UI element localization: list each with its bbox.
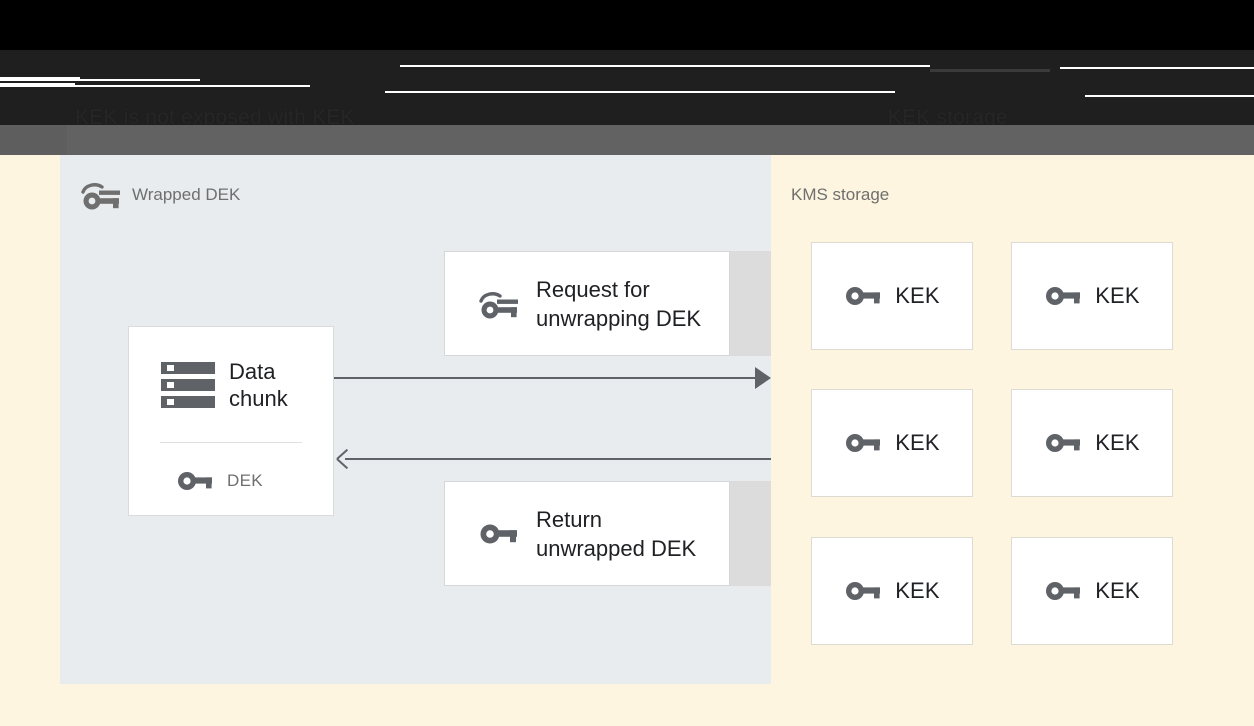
data-chunk-dek-row: DEK (129, 461, 333, 501)
kek-card[interactable]: KEK (811, 537, 973, 645)
key-icon (844, 283, 882, 309)
data-chunk-divider (160, 441, 302, 443)
render-artifact-line (0, 85, 310, 87)
kek-card[interactable]: KEK (1011, 242, 1173, 350)
wrapped-dek-label: Wrapped DEK (132, 185, 241, 204)
kek-label: KEK (1095, 578, 1140, 603)
request-card-text: Request for unwrapping DEK (536, 276, 702, 331)
render-artifact-line (0, 83, 75, 85)
key-icon (478, 519, 520, 549)
wrapped-key-icon (80, 180, 122, 210)
kek-card[interactable]: KEK (1011, 389, 1173, 497)
top-gray-band (0, 125, 1254, 155)
return-card-content: Return unwrapped DEK (445, 505, 696, 563)
render-artifact-line (0, 77, 80, 79)
storage-chunk-icon (161, 360, 215, 410)
kek-label: KEK (1095, 430, 1140, 455)
request-arrow (334, 377, 765, 379)
key-icon (844, 578, 882, 604)
data-chunk-header: Data chunk (129, 342, 333, 428)
render-artifact-line (1060, 67, 1254, 69)
request-unwrap-card[interactable]: Request for unwrapping DEK (444, 251, 730, 356)
return-arrowhead-icon (337, 449, 355, 467)
return-arrow (345, 458, 771, 460)
kek-card[interactable]: KEK (811, 242, 973, 350)
render-artifact-line (385, 91, 895, 93)
obscured-header-band: KEK is not exposed with KEK and is store… (0, 50, 1254, 125)
request-arrowhead-icon (755, 367, 771, 389)
render-artifact-line (0, 79, 200, 81)
obscured-header-text-right: KEK storage unwrapping the DEK (887, 106, 1008, 125)
request-card-content: Request for unwrapping DEK (445, 275, 701, 333)
top-gray-band-left (0, 125, 67, 155)
return-unwrapped-card[interactable]: Return unwrapped DEK (444, 481, 730, 586)
return-card-text: Return unwrapped DEK (536, 506, 697, 561)
return-card-extension (730, 481, 771, 586)
key-icon (177, 469, 213, 493)
kek-label: KEK (895, 578, 940, 603)
data-chunk-card[interactable]: Data chunk DEK (128, 326, 334, 516)
kek-label: KEK (1095, 283, 1140, 308)
render-artifact-line (400, 65, 930, 67)
request-card-extension (730, 251, 771, 356)
data-chunk-title: Data chunk (229, 358, 288, 411)
wrapped-key-icon (478, 289, 520, 319)
top-black-band (0, 0, 1254, 50)
kek-card[interactable]: KEK (1011, 537, 1173, 645)
render-artifact-line (930, 69, 1050, 72)
kek-label: KEK (895, 430, 940, 455)
obscured-header-text-left: KEK is not exposed with KEK and is store… (75, 106, 355, 125)
data-chunk-dek-label: DEK (227, 470, 263, 490)
render-artifact-line (1085, 95, 1254, 97)
key-icon (1044, 430, 1082, 456)
key-icon (844, 430, 882, 456)
key-icon (1044, 578, 1082, 604)
kms-storage-label: KMS storage (791, 185, 890, 204)
key-icon (1044, 283, 1082, 309)
kek-label: KEK (895, 283, 940, 308)
kek-card[interactable]: KEK (811, 389, 973, 497)
